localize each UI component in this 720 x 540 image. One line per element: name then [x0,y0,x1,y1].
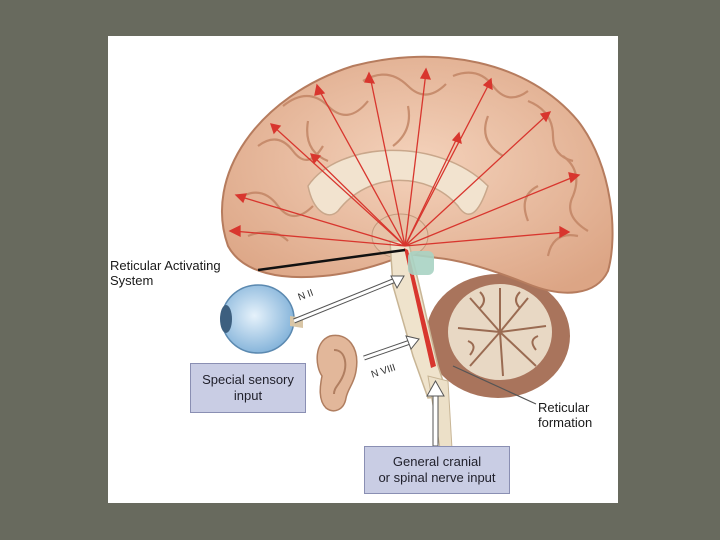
reticular-formation-label: Reticular formation [538,400,592,430]
general-input-line1: General cranial [393,454,481,470]
slide: Reticular Activating System N II N VIII … [108,36,618,503]
reticular-formation-line1: Reticular [538,400,592,415]
general-input-box: General cranial or spinal nerve input [364,446,510,494]
ear-icon [317,335,357,410]
special-sensory-box: Special sensory input [190,363,306,413]
reticular-formation-line2: formation [538,415,592,430]
vestibular-nerve-arrow [364,336,419,358]
special-sensory-line2: input [234,388,262,404]
ras-label-line2: System [110,273,221,288]
eye-icon [220,285,303,353]
cerebellum [426,274,570,398]
special-sensory-line1: Special sensory [202,372,294,388]
general-input-line2: or spinal nerve input [378,470,495,486]
ras-label-line1: Reticular Activating [110,258,221,273]
ras-label: Reticular Activating System [110,258,221,288]
